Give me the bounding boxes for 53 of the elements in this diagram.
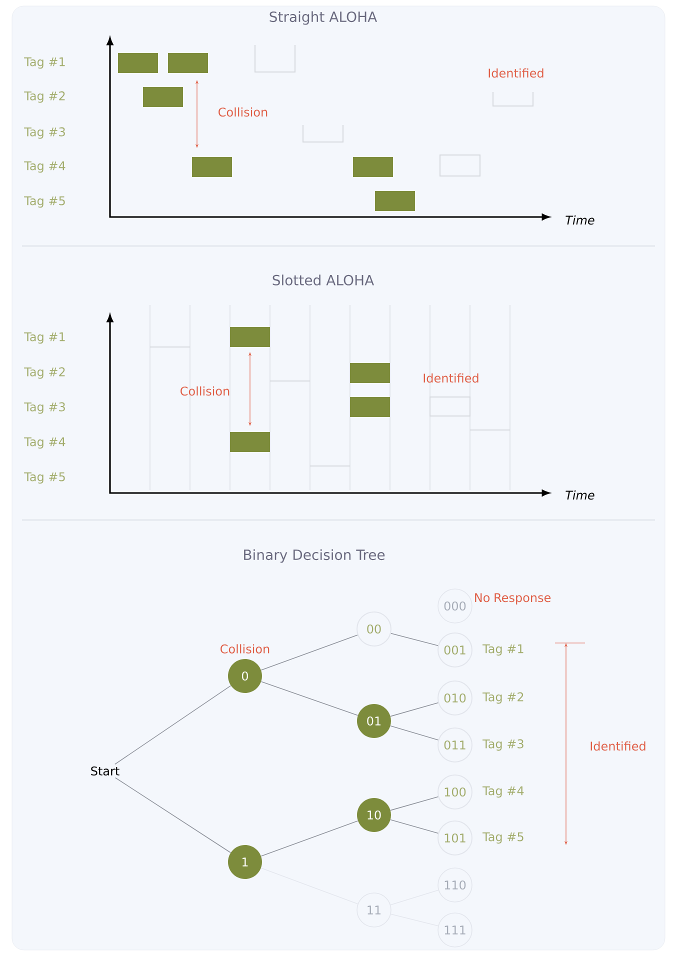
tag-label: Tag #5: [24, 196, 65, 208]
decision-node: 001: [438, 632, 472, 668]
annotation-label: Collision: [180, 386, 230, 396]
annotation-label: Collision: [218, 107, 268, 117]
tree-branch: [390, 819, 439, 834]
tree-branch: [260, 681, 358, 716]
tag-label: Tag #4: [24, 437, 66, 449]
tree-branch: [260, 634, 358, 671]
tree-branch: [390, 796, 439, 811]
annotation-label: Identified: [590, 741, 646, 751]
section-title: Straight ALOHA: [270, 11, 378, 25]
decision-node: 11: [356, 892, 392, 928]
tag-label: Tag #2: [24, 367, 65, 379]
decision-node: 0: [228, 659, 262, 693]
tag-label: Tag #5: [482, 832, 524, 844]
tag-label: Tag #4: [24, 161, 66, 173]
section-title: Slotted ALOHA: [272, 274, 374, 286]
tag-label: Tag #2: [24, 91, 65, 103]
tag-label: Tag #1: [24, 57, 65, 69]
tree-branch: [390, 633, 438, 646]
decision-node: 011: [438, 728, 472, 762]
annotation-label: Identified: [488, 68, 544, 78]
axis-label: Time: [566, 215, 594, 225]
tag-label: Tag #2: [482, 692, 524, 704]
tree-branch: [114, 685, 232, 765]
collision-label: Collision: [220, 644, 270, 654]
decision-node: 000: [438, 588, 472, 624]
tree-branch: [390, 702, 439, 717]
tag-label: Tag #4: [482, 786, 524, 798]
tag-label: Tag #1: [24, 332, 65, 344]
tag-label: Tag #3: [24, 402, 65, 414]
decision-node: 010: [438, 680, 472, 716]
axis-label: Time: [566, 490, 594, 500]
decision-node: 111: [438, 912, 472, 948]
no-response-label: No Response: [475, 593, 551, 604]
decision-node: 00: [356, 612, 392, 646]
tree-branch: [260, 820, 358, 857]
annotation-label: Identified: [424, 373, 478, 383]
tree-branch: [390, 726, 439, 740]
decision-node: 01: [357, 704, 391, 738]
decision-node: 10: [357, 798, 391, 832]
tree-branch: [114, 777, 231, 854]
decision-node: 1: [228, 845, 262, 879]
decision-node: 100: [438, 774, 472, 810]
tag-label: Tag #3: [24, 127, 65, 139]
section-title: Binary Decision Tree: [244, 549, 385, 563]
decision-node: 110: [438, 868, 472, 902]
tag-label: Tag #1: [482, 644, 524, 656]
decision-node: 101: [438, 820, 472, 856]
start-label: Start: [91, 766, 120, 776]
tag-label: Tag #3: [482, 739, 524, 751]
tree-branch: [260, 868, 358, 904]
tag-label: Tag #5: [24, 472, 65, 484]
